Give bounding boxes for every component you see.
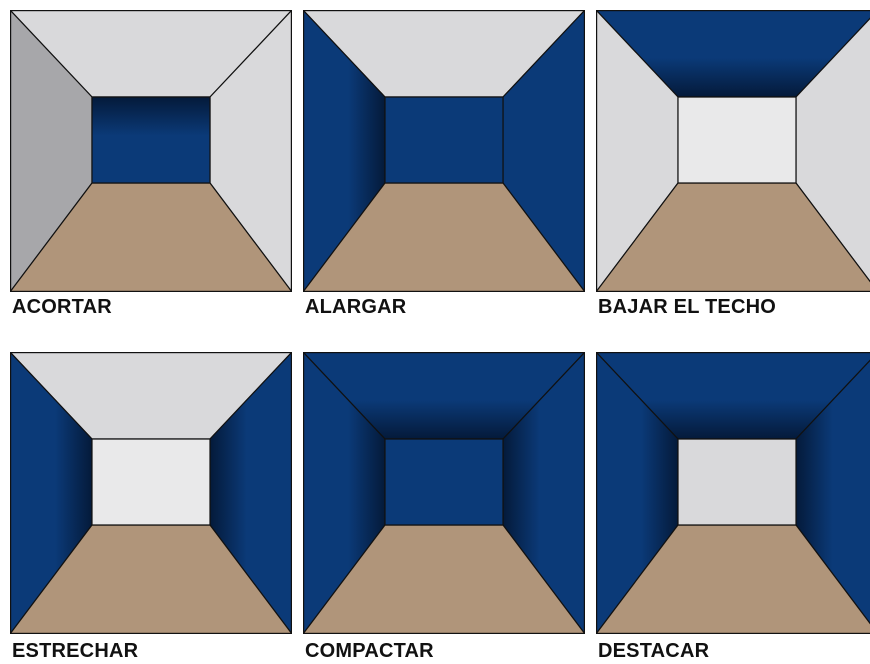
room-alargar-illustration bbox=[303, 10, 585, 292]
room-alargar-label: ALARGAR bbox=[305, 296, 406, 319]
room-estrechar-label: ESTRECHAR bbox=[12, 640, 138, 663]
room-acortar-illustration bbox=[10, 10, 292, 292]
room-bajar-el-techo: BAJAR EL TECHO bbox=[596, 10, 870, 330]
room-acortar-label: ACORTAR bbox=[12, 296, 112, 319]
room-back bbox=[678, 97, 796, 183]
room-destacar: DESTACAR bbox=[596, 352, 870, 664]
room-back bbox=[678, 439, 796, 525]
room-estrechar-illustration bbox=[10, 352, 292, 634]
room-back bbox=[92, 97, 210, 183]
room-acortar: ACORTAR bbox=[10, 10, 292, 330]
room-back bbox=[92, 439, 210, 525]
room-back bbox=[385, 439, 503, 525]
room-estrechar: ESTRECHAR bbox=[10, 352, 292, 664]
room-destacar-illustration bbox=[596, 352, 870, 634]
room-back bbox=[385, 97, 503, 183]
room-alargar: ALARGAR bbox=[303, 10, 585, 330]
room-bajar-el-techo-illustration bbox=[596, 10, 870, 292]
room-compactar: COMPACTAR bbox=[303, 352, 585, 664]
room-compactar-illustration bbox=[303, 352, 585, 634]
room-bajar-el-techo-label: BAJAR EL TECHO bbox=[598, 296, 776, 319]
room-compactar-label: COMPACTAR bbox=[305, 640, 434, 663]
room-destacar-label: DESTACAR bbox=[598, 640, 709, 663]
